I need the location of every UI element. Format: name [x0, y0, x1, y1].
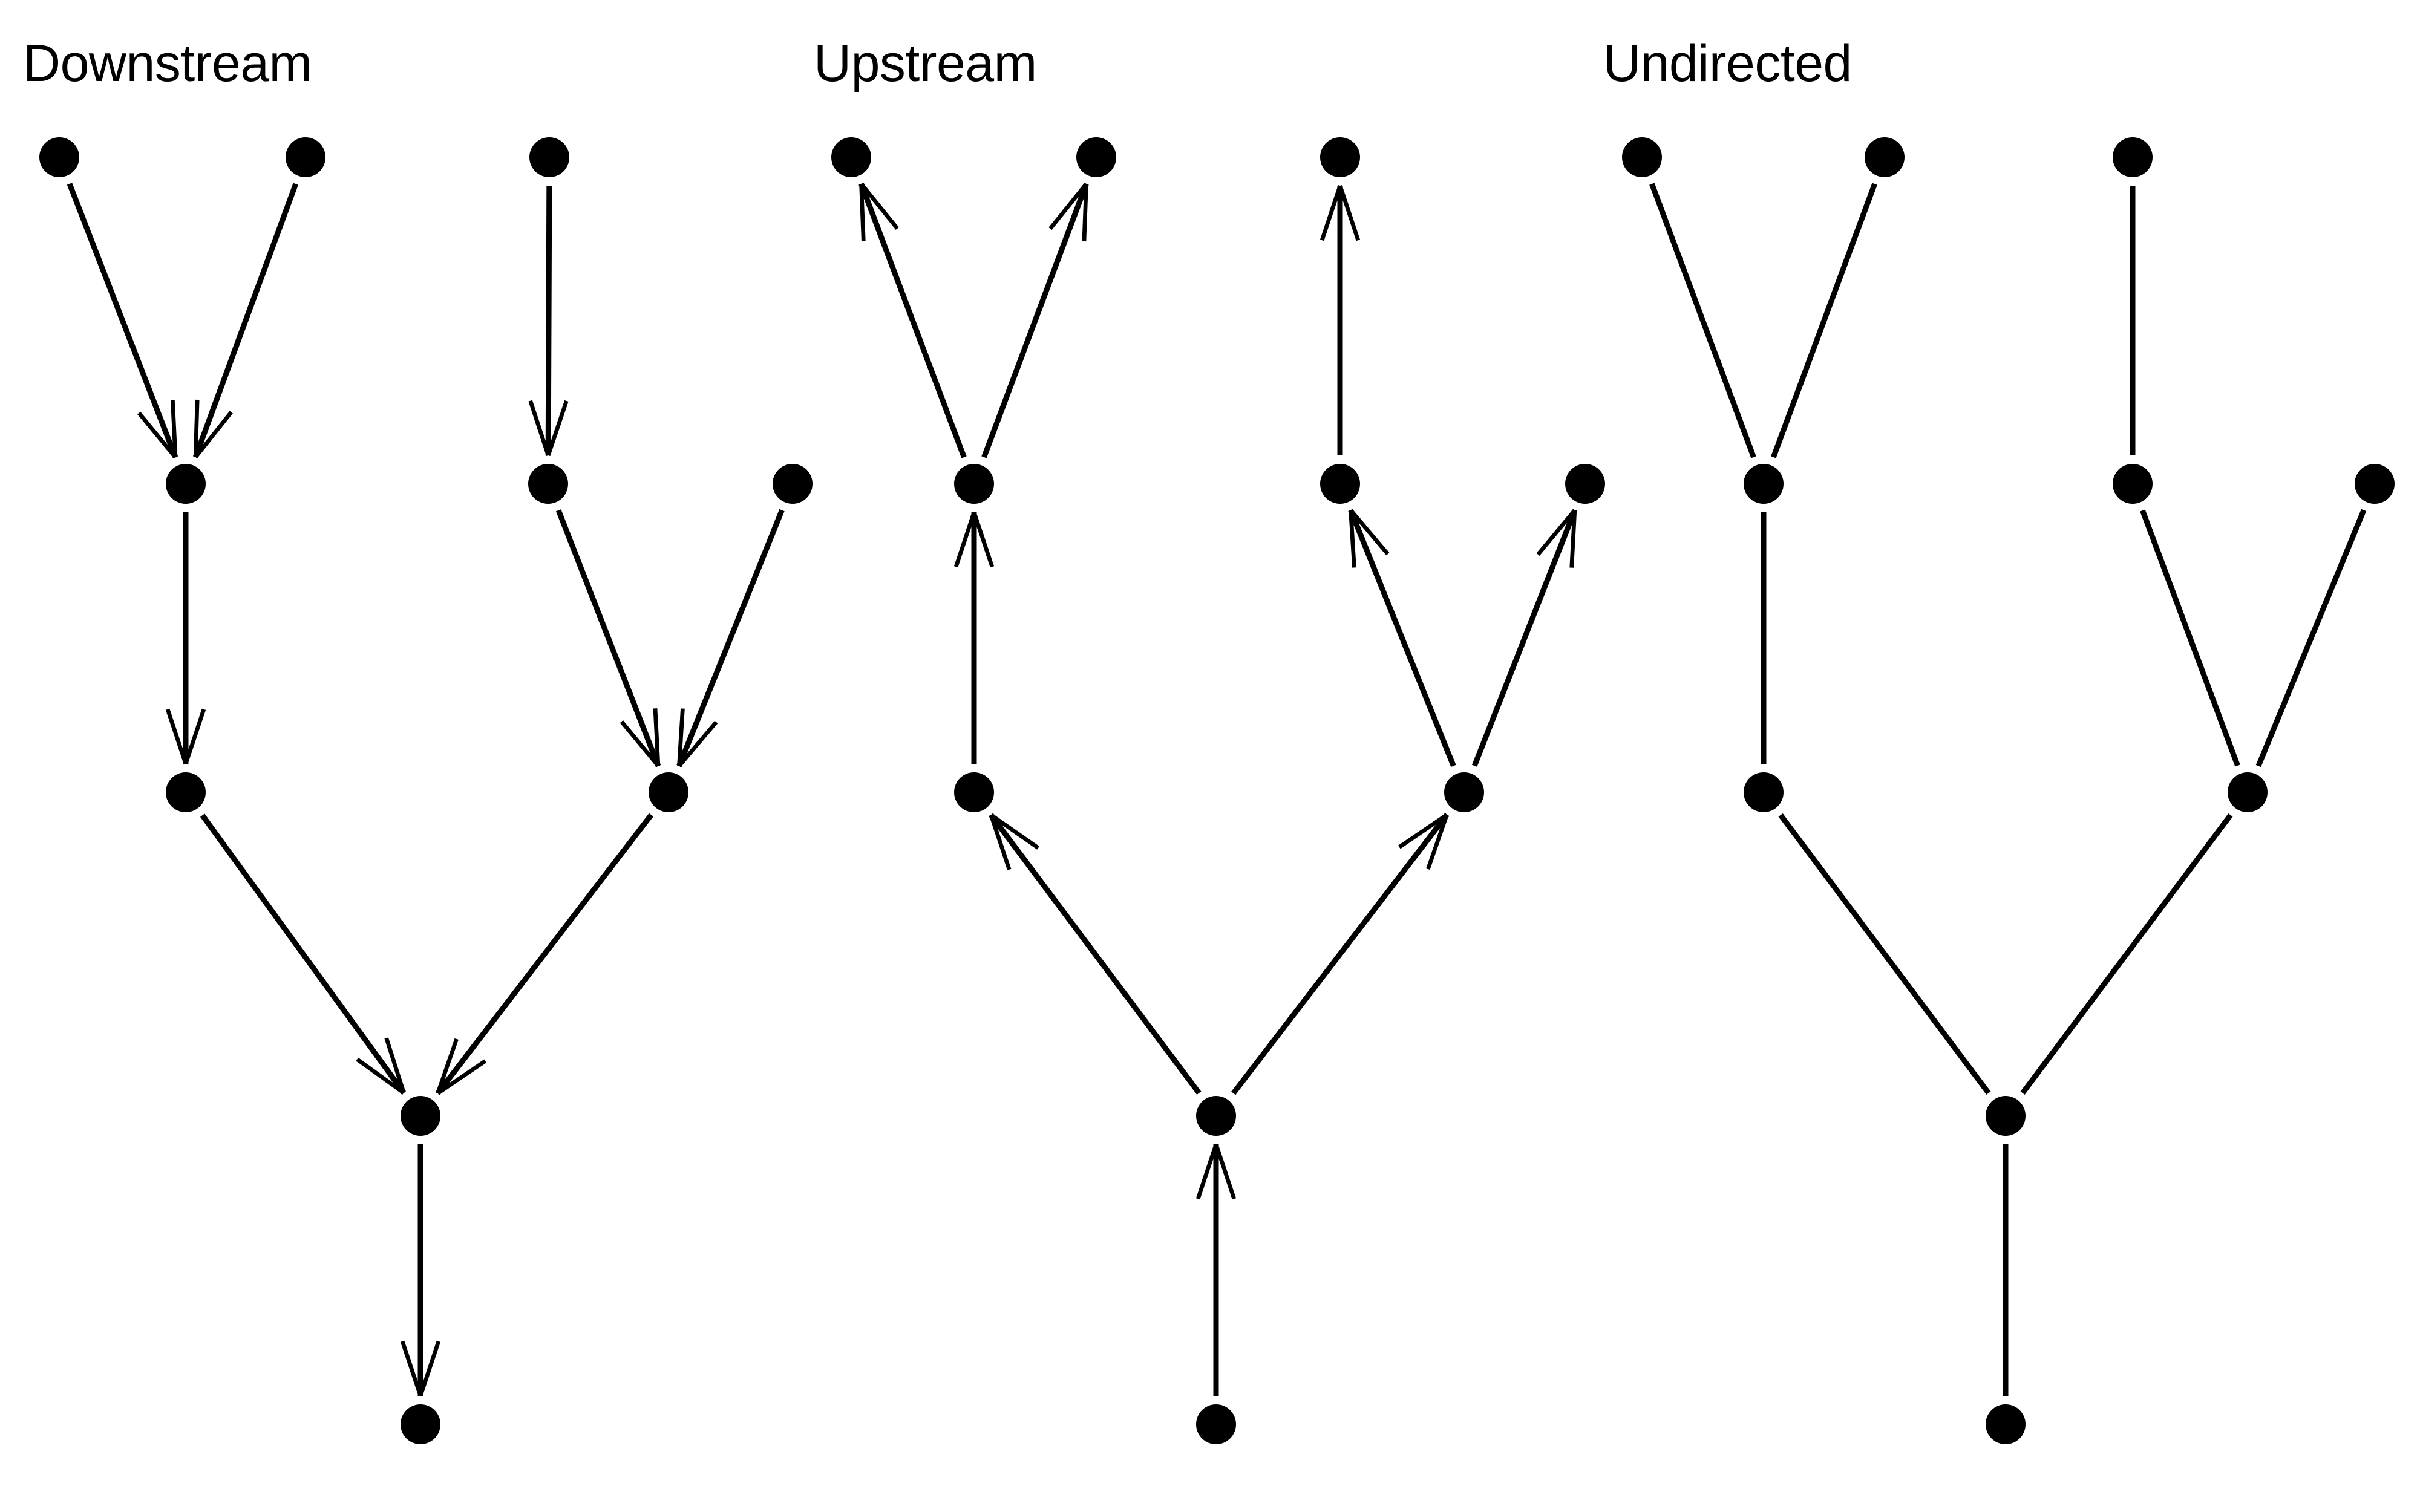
arrowhead-leg — [384, 1037, 406, 1093]
graph-node[interactable] — [166, 772, 206, 812]
graph-node[interactable] — [1320, 137, 1360, 177]
graph-node[interactable] — [954, 772, 994, 812]
panel-label-upstream: Upstream — [814, 34, 1037, 93]
arrowhead-leg — [528, 400, 551, 457]
arrowhead-leg — [137, 411, 177, 459]
graph-node[interactable] — [2228, 772, 2268, 812]
graph-node[interactable] — [831, 137, 871, 177]
arrowhead-leg — [1426, 814, 1449, 870]
graph-node[interactable] — [401, 1096, 440, 1136]
directed-edge — [555, 509, 661, 767]
arrowhead-leg — [1082, 183, 1088, 242]
directed-edge — [1231, 813, 1449, 1095]
arrowhead-leg — [972, 511, 995, 568]
graph-node[interactable] — [1744, 772, 1784, 812]
undirected-edge — [1778, 813, 1991, 1095]
arrowhead-leg — [170, 400, 178, 458]
undirected-edge — [2140, 509, 2240, 767]
graph-node[interactable] — [1444, 772, 1484, 812]
directed-edge — [200, 813, 407, 1095]
undirected-edge — [2020, 813, 2233, 1095]
graph-node[interactable] — [2355, 464, 2395, 504]
graph-node[interactable] — [286, 137, 325, 177]
directed-edge — [676, 509, 785, 767]
graph-node[interactable] — [1196, 1096, 1236, 1136]
arrowhead-leg — [418, 1340, 441, 1397]
panel-label-downstream: Downstream — [23, 34, 312, 93]
directed-edge — [192, 183, 299, 458]
directed-edge — [981, 183, 1089, 458]
graph-node[interactable] — [1986, 1404, 2026, 1444]
arrowhead-leg — [165, 708, 188, 765]
arrowhead-leg — [1349, 509, 1390, 556]
arrowhead-leg — [859, 183, 866, 242]
arrowhead-leg — [546, 400, 569, 457]
arrowhead-leg — [990, 813, 1040, 850]
directed-edge — [858, 183, 967, 458]
arrowhead-leg — [953, 511, 976, 568]
arrowhead-leg — [1338, 184, 1361, 241]
arrowhead-leg — [1320, 184, 1342, 241]
arrowhead-leg — [1048, 182, 1088, 230]
undirected-edge — [1771, 183, 1877, 458]
arrowhead-leg — [183, 708, 206, 765]
graph-node[interactable] — [1565, 464, 1605, 504]
graph-node[interactable] — [773, 464, 813, 504]
graph-node[interactable] — [401, 1404, 440, 1444]
graph-node[interactable] — [954, 464, 994, 504]
graph-node[interactable] — [1744, 464, 1784, 504]
directed-edge — [1471, 509, 1578, 767]
arrowhead-leg — [859, 182, 899, 230]
graph-node[interactable] — [528, 464, 568, 504]
arrowhead-leg — [436, 1038, 459, 1094]
arrowhead-leg — [620, 720, 660, 767]
arrowhead-leg — [1569, 510, 1577, 568]
arrowhead-leg — [400, 1340, 423, 1397]
graph-node[interactable] — [2113, 464, 2153, 504]
graph-node[interactable] — [1196, 1404, 1236, 1444]
arrowhead-leg — [356, 1057, 405, 1095]
directed-edge — [1348, 509, 1456, 767]
graph-node[interactable] — [1986, 1096, 2026, 1136]
undirected-edge — [1649, 183, 1756, 458]
arrowhead-leg — [677, 708, 685, 766]
graph-node[interactable] — [1320, 464, 1360, 504]
arrowhead-leg — [194, 411, 233, 458]
arrowhead-leg — [1536, 509, 1577, 556]
graph-node[interactable] — [166, 464, 206, 504]
directed-edge — [436, 813, 653, 1095]
arrowhead-leg — [653, 708, 661, 766]
edges-group — [67, 182, 2367, 1397]
graph-node[interactable] — [39, 137, 79, 177]
arrowhead-leg — [436, 1059, 487, 1095]
arrowhead-leg — [1214, 1143, 1237, 1200]
arrowhead-leg — [1349, 510, 1356, 568]
graph-node[interactable] — [649, 772, 688, 812]
directed-edge — [989, 813, 1202, 1095]
graph-node[interactable] — [1622, 137, 1662, 177]
arrowhead-leg — [1195, 1143, 1218, 1200]
graph-node[interactable] — [2113, 137, 2153, 177]
undirected-edge — [2255, 509, 2367, 767]
arrowhead-leg — [193, 399, 200, 457]
graph-node[interactable] — [1076, 137, 1116, 177]
nodes-group — [39, 137, 2395, 1444]
arrowhead-leg — [989, 814, 1012, 870]
arrowhead-leg — [677, 720, 718, 767]
directed-edge — [545, 185, 552, 456]
arrowhead-leg — [1398, 813, 1448, 849]
panel-label-undirected: Undirected — [1603, 34, 1852, 93]
graph-node[interactable] — [1865, 137, 1905, 177]
directed-edge — [67, 183, 178, 458]
graph-node[interactable] — [529, 137, 569, 177]
